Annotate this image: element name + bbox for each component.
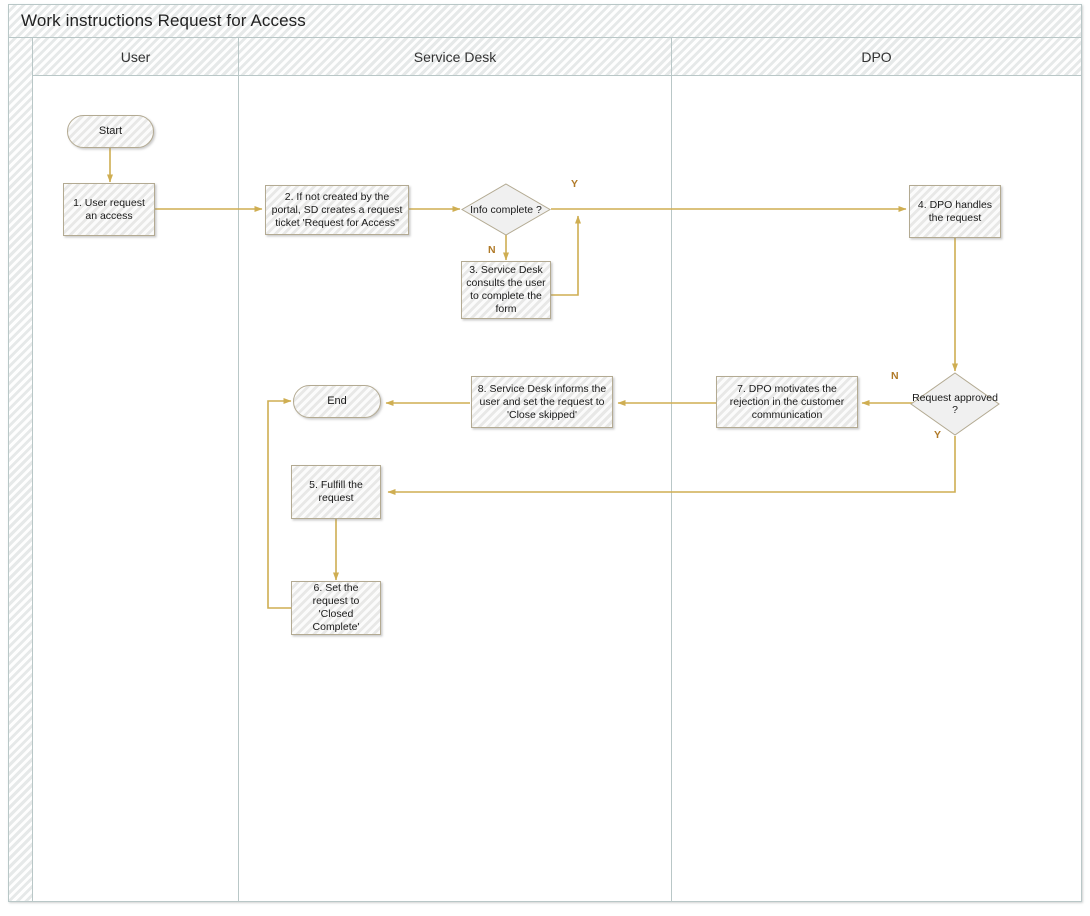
decision-info-complete[interactable]: Info complete ? <box>461 183 551 236</box>
pool-side-header <box>9 38 33 901</box>
lane-body-dpo <box>672 76 1081 901</box>
node-end-label: End <box>327 395 347 407</box>
node-4-dpo-handles-request[interactable]: 4. DPO handles the request <box>909 185 1001 238</box>
lane-label-service-desk: Service Desk <box>413 48 497 65</box>
node-7-dpo-motivates-rejection[interactable]: 7. DPO motivates the rejection in the cu… <box>716 376 858 428</box>
branch-label-request-approved-yes: Y <box>934 429 942 441</box>
diagram-title-bar: Work instructions Request for Access <box>8 4 1082 38</box>
node-8-label: 8. Service Desk informs the user and set… <box>477 382 607 421</box>
node-4-label: 4. DPO handles the request <box>917 198 993 224</box>
node-7-label: 7. DPO motivates the rejection in the cu… <box>729 382 845 421</box>
node-2-create-ticket[interactable]: 2. If not created by the portal, SD crea… <box>265 185 409 235</box>
node-2-label: 2. If not created by the portal, SD crea… <box>271 190 403 229</box>
node-1-label: 1. User request an access <box>73 196 145 222</box>
lane-header-service-desk: Service Desk <box>239 38 672 76</box>
node-6-label: 6. Set the request to 'Closed Complete' <box>312 582 360 633</box>
node-start-label: Start <box>98 125 123 137</box>
branch-label-info-complete-yes: Y <box>571 178 579 190</box>
lane-label-dpo: DPO <box>861 48 892 65</box>
branch-label-request-approved-no: N <box>891 370 899 382</box>
node-6-set-request-closed-complete[interactable]: 6. Set the request to 'Closed Complete' <box>291 581 381 635</box>
node-3-consult-user[interactable]: 3. Service Desk consults the user to com… <box>461 261 551 319</box>
node-3-label: 3. Service Desk consults the user to com… <box>466 264 546 315</box>
node-5-fulfill-request[interactable]: 5. Fulfill the request <box>291 465 381 519</box>
node-8-service-desk-informs-user[interactable]: 8. Service Desk informs the user and set… <box>471 376 613 428</box>
lane-header-dpo: DPO <box>672 38 1081 76</box>
branch-label-info-complete-no: N <box>488 244 496 256</box>
node-5-label: 5. Fulfill the request <box>309 479 363 504</box>
node-1-user-request-access[interactable]: 1. User request an access <box>63 183 155 236</box>
decision-request-approved[interactable]: Request approved ? <box>910 372 1000 436</box>
diamond-shape-icon <box>910 372 1000 436</box>
diamond-shape-icon <box>461 183 551 236</box>
lane-label-user: User <box>120 48 151 65</box>
node-start[interactable]: Start <box>67 115 154 148</box>
decision-request-approved-label: Request approved ? <box>912 392 998 416</box>
decision-info-complete-label: Info complete ? <box>470 203 542 216</box>
page-title: Work instructions Request for Access <box>21 11 306 30</box>
node-end[interactable]: End <box>293 385 381 418</box>
lane-header-user: User <box>33 38 239 76</box>
